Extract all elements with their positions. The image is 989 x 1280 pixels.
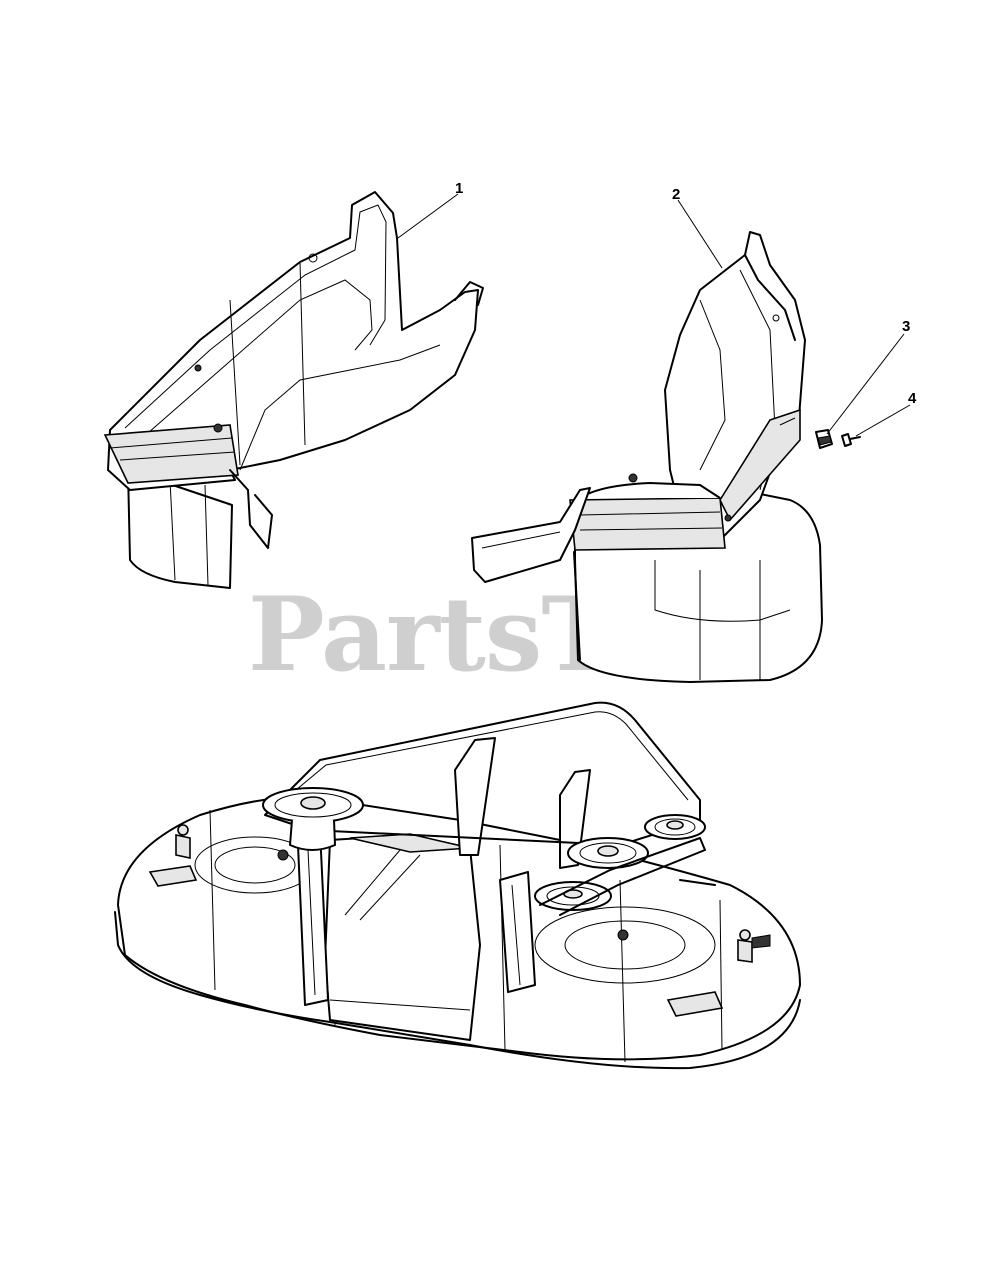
part-2-chute[interactable] xyxy=(471,231,823,683)
leader-line-2 xyxy=(677,199,723,269)
part-3-knob[interactable] xyxy=(815,429,833,449)
deck-pulley-center[interactable] xyxy=(567,837,649,869)
callout-3[interactable]: 3 xyxy=(902,318,911,335)
deck-pulley-left[interactable] xyxy=(262,787,364,851)
part-1-chute[interactable] xyxy=(103,191,484,589)
part-4-bolt[interactable] xyxy=(841,433,861,447)
leader-line-3 xyxy=(826,333,905,435)
mower-deck[interactable] xyxy=(114,701,801,1070)
leader-line-1 xyxy=(397,193,459,239)
deck-pulley-right-idler[interactable] xyxy=(644,814,706,840)
deck-pulley-right-spindle[interactable] xyxy=(534,881,612,911)
callout-4[interactable]: 4 xyxy=(908,390,917,407)
callout-1[interactable]: 1 xyxy=(455,180,464,197)
leader-line-4 xyxy=(855,404,911,437)
callout-2[interactable]: 2 xyxy=(672,186,681,203)
